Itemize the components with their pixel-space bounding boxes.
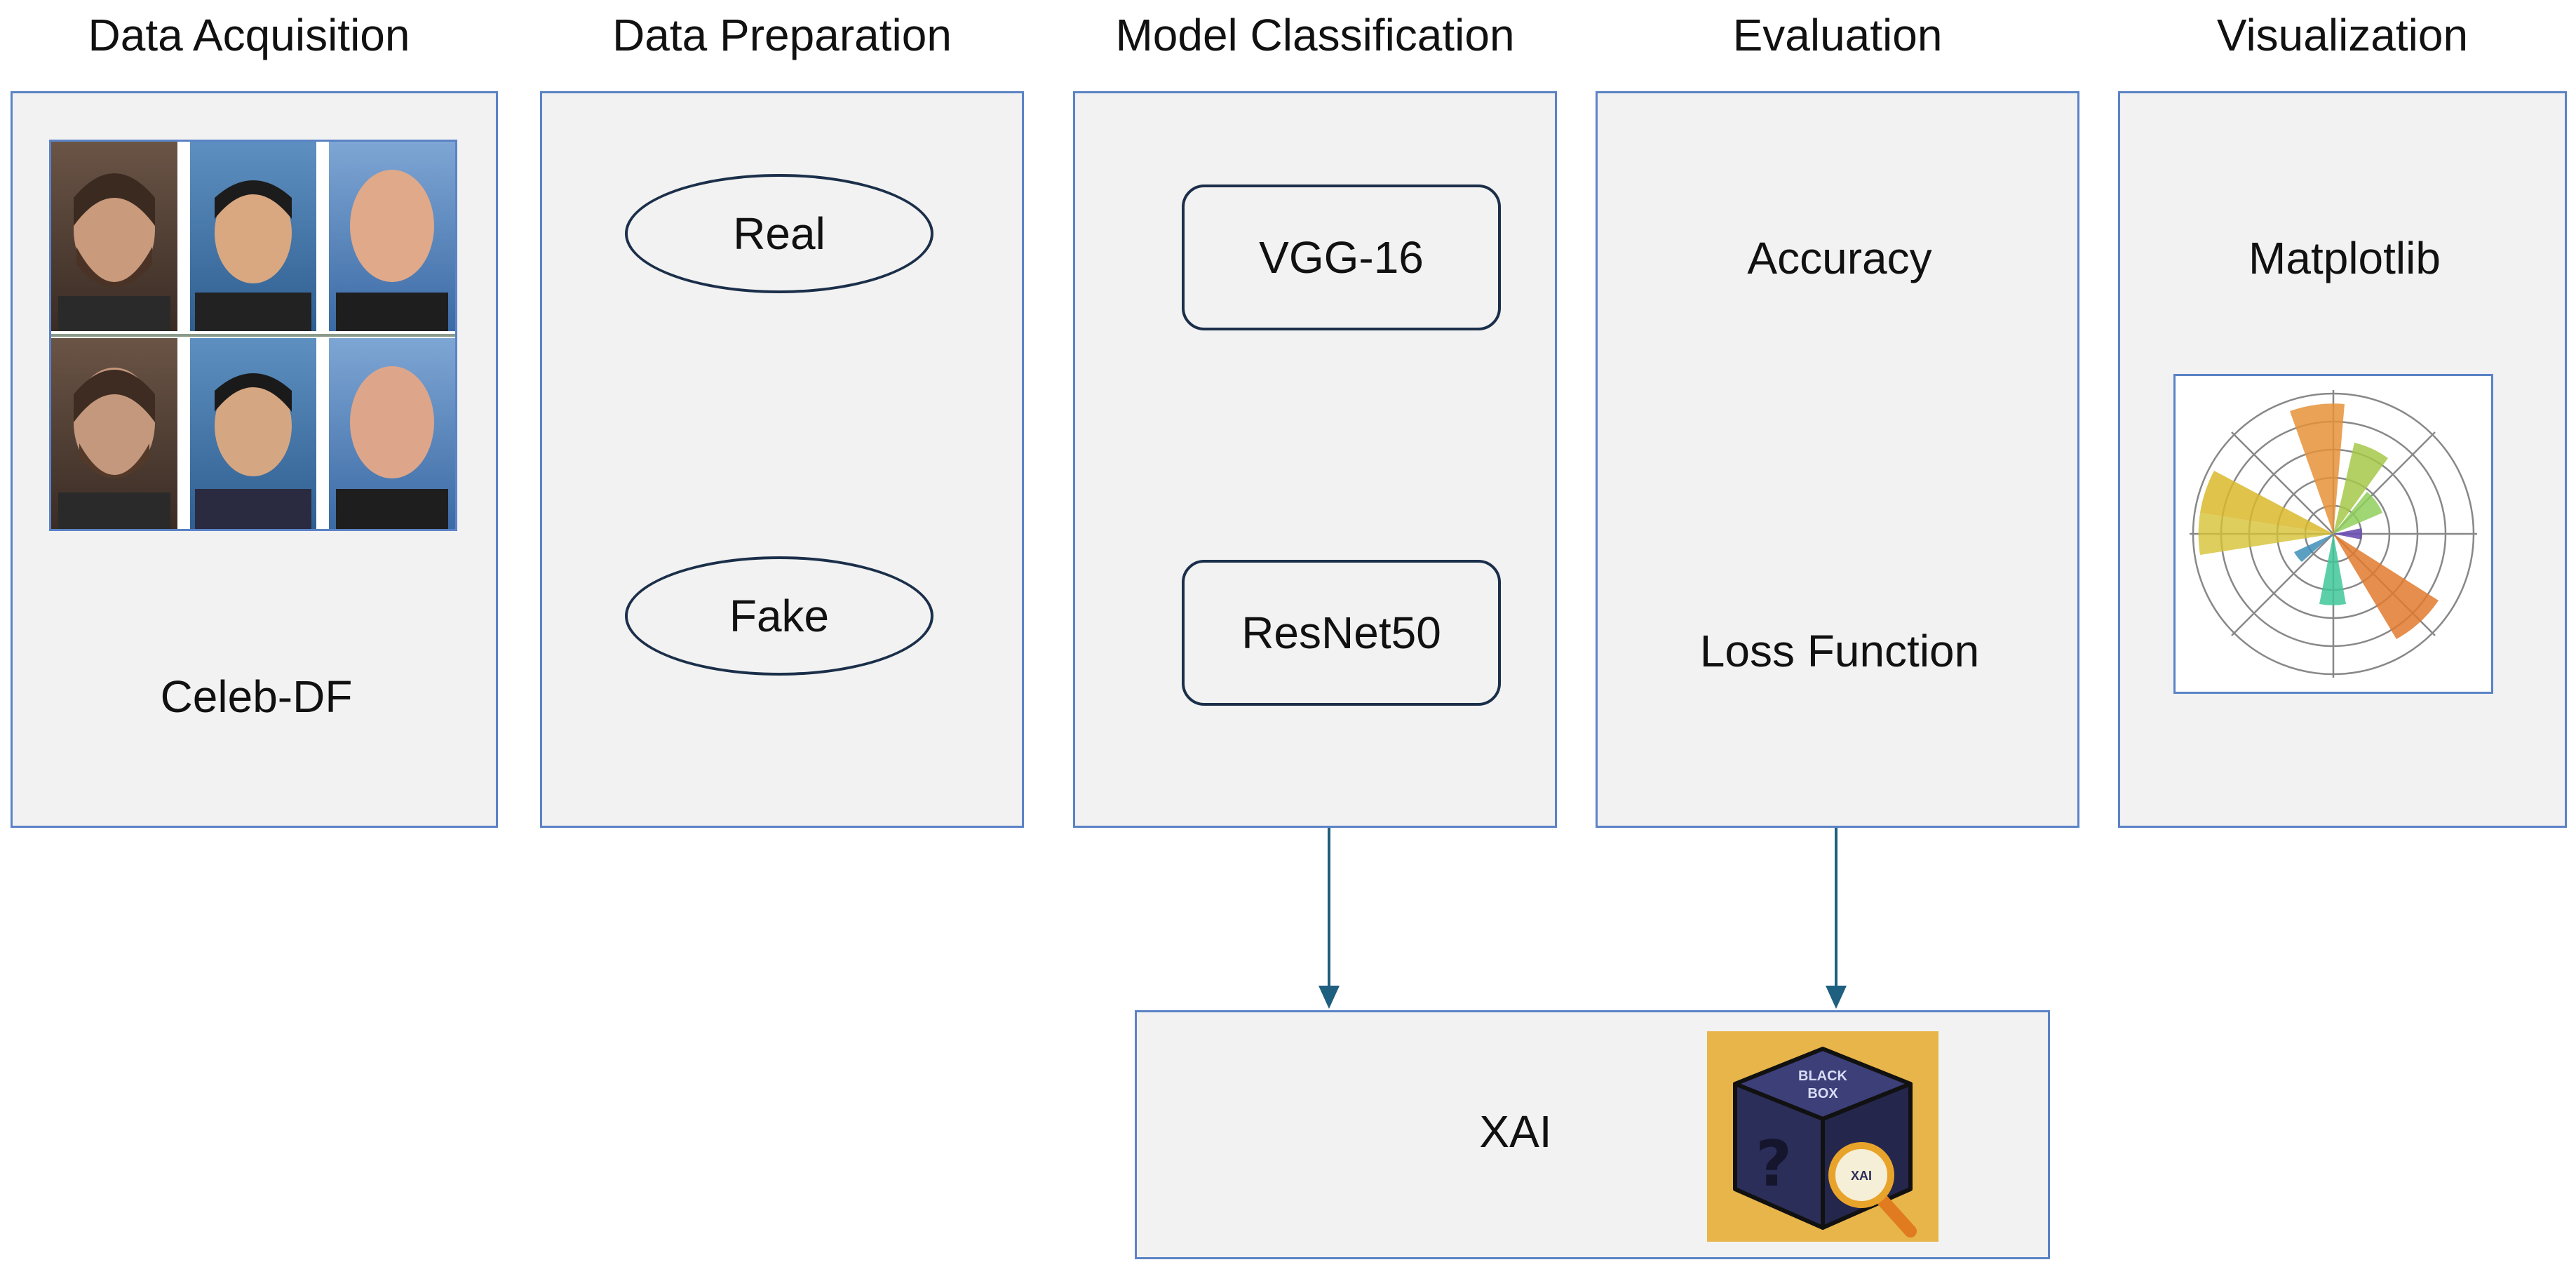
class-label-real: Real bbox=[733, 208, 825, 259]
question-mark-icon: ? bbox=[1755, 1127, 1792, 1201]
celebrity-face-grid bbox=[49, 140, 457, 531]
metric-accuracy: Accuracy bbox=[1747, 233, 1932, 283]
dataset-label: Celeb-DF bbox=[160, 671, 353, 722]
class-ellipse-fake: Fake bbox=[625, 556, 933, 676]
arrow-evaluation-to-xai bbox=[1826, 828, 1847, 1009]
face-fake-3 bbox=[329, 338, 455, 529]
panel-xai: XAI BLACK BOX ? XAI bbox=[1135, 1010, 2050, 1259]
model-label-resnet50: ResNet50 bbox=[1241, 608, 1441, 658]
xai-label: XAI bbox=[1479, 1106, 1552, 1157]
face-fake-1 bbox=[51, 338, 177, 529]
stage-title-visualization: Visualization bbox=[2216, 10, 2469, 60]
panel-data-acquisition: Celeb-DF bbox=[11, 91, 498, 828]
face-fake-2 bbox=[190, 338, 316, 529]
stage-title-model-classification: Model Classification bbox=[1115, 10, 1515, 60]
stage-title-data-preparation: Data Preparation bbox=[612, 10, 952, 60]
black-box-text-2: BOX bbox=[1807, 1086, 1838, 1101]
stage-title-data-acquisition: Data Acquisition bbox=[88, 10, 410, 60]
panel-visualization: Matplotlib bbox=[2118, 91, 2567, 828]
panel-data-preparation: Real Fake bbox=[540, 91, 1024, 828]
library-matplotlib: Matplotlib bbox=[2248, 233, 2441, 283]
model-box-vgg16: VGG-16 bbox=[1182, 185, 1501, 330]
lens-text: XAI bbox=[1851, 1169, 1872, 1183]
face-real-1 bbox=[51, 142, 177, 331]
class-ellipse-real: Real bbox=[625, 174, 933, 293]
face-real-3 bbox=[329, 142, 455, 331]
model-box-resnet50: ResNet50 bbox=[1182, 560, 1501, 706]
metric-loss-function: Loss Function bbox=[1699, 626, 1980, 676]
model-label-vgg16: VGG-16 bbox=[1259, 232, 1424, 283]
class-label-fake: Fake bbox=[729, 591, 830, 641]
panel-model-classification: VGG-16 ResNet50 bbox=[1073, 91, 1557, 828]
black-box-magnifier-icon: BLACK BOX ? XAI bbox=[1707, 1031, 1938, 1242]
black-box-text-1: BLACK bbox=[1798, 1068, 1848, 1084]
polar-bar-chart-icon bbox=[2173, 374, 2493, 694]
stage-title-evaluation: Evaluation bbox=[1732, 10, 1943, 60]
arrow-classification-to-xai bbox=[1319, 828, 1340, 1009]
face-thumbnails bbox=[51, 142, 455, 529]
face-real-2 bbox=[190, 142, 316, 331]
panel-evaluation: Accuracy Loss Function bbox=[1596, 91, 2079, 828]
